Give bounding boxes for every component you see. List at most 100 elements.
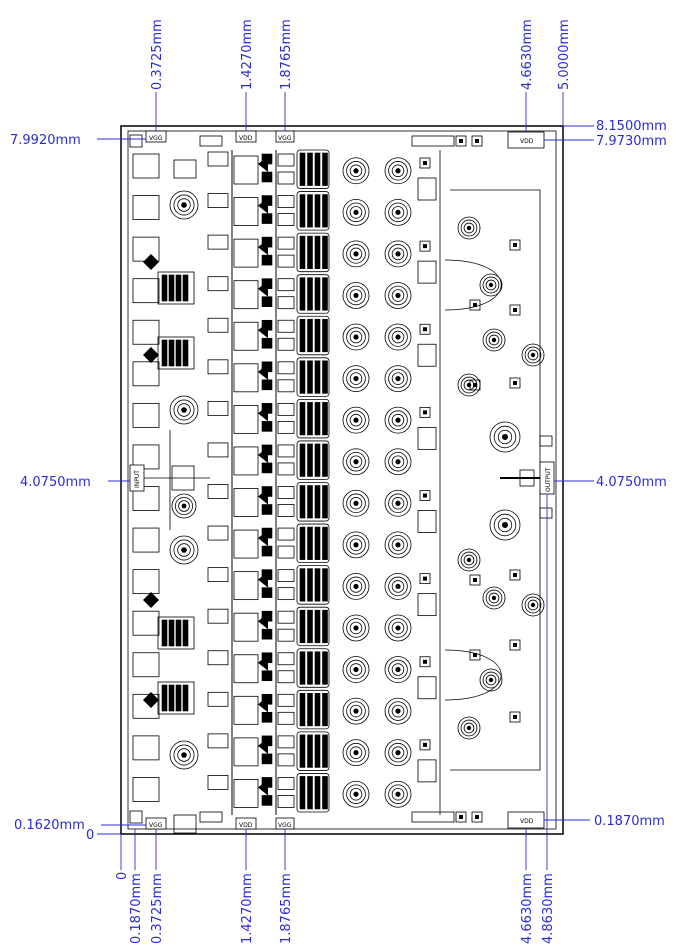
spiral-inductor (395, 500, 401, 506)
power-finger (299, 443, 306, 477)
bias-resistor (207, 608, 229, 624)
spiral-inductor (527, 349, 539, 361)
power-finger (307, 443, 313, 477)
capacitor-block (132, 236, 160, 262)
power-finger (322, 194, 328, 228)
bias-resistor (207, 442, 229, 458)
spiral-inductor (489, 421, 521, 453)
combiner-cap (417, 343, 437, 367)
spiral-inductor (349, 497, 363, 510)
via (261, 213, 273, 224)
spiral-inductor (346, 576, 366, 597)
dim-label-right-center: 4.0750mm (596, 475, 667, 490)
bond-pad-label: VGG (149, 822, 163, 829)
spiral-inductor (460, 551, 478, 569)
spiral-inductor (391, 704, 405, 718)
spiral-inductor (388, 285, 408, 306)
power-finger (322, 443, 328, 477)
dim-label-top-vdd-right: 4.6630mm (520, 19, 535, 90)
spiral-inductor (349, 372, 363, 385)
bias-resistor (207, 359, 229, 375)
dim-label-right-top-edge: 8.1500mm (596, 119, 667, 134)
bias-resistor (207, 151, 229, 167)
via (261, 504, 273, 515)
spiral-inductor (395, 542, 401, 548)
spiral-inductor (391, 455, 405, 468)
bias-diode (258, 571, 268, 588)
spiral-inductor (466, 382, 472, 388)
spiral-inductor (174, 496, 194, 516)
power-cell (296, 315, 330, 356)
transistor-cell (157, 336, 195, 370)
spiral-inductor (524, 596, 542, 614)
stage-block (233, 612, 259, 642)
transistor-finger (175, 339, 182, 367)
spiral-inductor (395, 417, 401, 423)
combiner-cap (417, 510, 437, 533)
transistor-finger (168, 619, 175, 647)
spiral-inductor (349, 538, 363, 552)
transistor-finger (175, 619, 182, 647)
via (261, 254, 273, 266)
power-finger (314, 152, 321, 186)
spiral-inductor (388, 161, 408, 181)
power-finger (299, 568, 306, 602)
dim-label-top-vgg-mid: 1.8765mm (279, 19, 294, 90)
output-via (539, 507, 553, 519)
power-finger (322, 402, 328, 436)
spiral-inductor (349, 621, 363, 635)
spiral-inductor (524, 346, 542, 364)
power-finger (299, 609, 306, 644)
via-pad (419, 573, 431, 585)
dim-label-bottom-origin: 0 (115, 872, 130, 880)
transistor-finger (168, 274, 175, 302)
bond-pad-label: VGG (278, 822, 292, 829)
spiral-inductor (395, 666, 401, 673)
capacitor-block (132, 361, 160, 387)
via-pad (419, 406, 431, 418)
spiral-inductor (353, 791, 359, 797)
bond-pad-label: VDD (520, 818, 534, 825)
spiral-inductor (384, 614, 412, 642)
via-pad (473, 383, 477, 387)
output-cap (519, 469, 535, 487)
spiral-inductor (349, 787, 363, 801)
spiral-inductor (391, 663, 405, 676)
spiral-inductor (388, 368, 408, 389)
gate-pad (277, 254, 295, 268)
spiral-inductor (482, 276, 500, 294)
spiral-inductor (466, 557, 472, 563)
via-pad (475, 139, 479, 143)
power-cell (296, 523, 330, 564)
combiner-trace (444, 189, 541, 771)
spiral-inductor (181, 407, 187, 413)
via-pad (475, 815, 479, 819)
via-pad (423, 327, 427, 332)
power-finger (322, 734, 328, 768)
spiral-inductor (530, 602, 536, 608)
transistor-finger (182, 274, 189, 302)
via (261, 379, 273, 391)
via-pad (509, 304, 521, 316)
bond-pad-output: OUTPUT (539, 461, 555, 495)
power-finger (322, 152, 328, 186)
bond-pad-label: VDD (520, 138, 534, 145)
spiral-inductor (384, 323, 412, 351)
transistor-finger (168, 684, 175, 712)
capacitor-block (132, 527, 160, 553)
dim-label-bottom-output: 4.8630mm (541, 873, 556, 944)
via (261, 587, 273, 598)
spiral-inductor (388, 742, 408, 763)
via-pad (509, 569, 521, 581)
bias-diode (258, 239, 268, 256)
spiral-inductor (384, 282, 412, 309)
gate-pad (277, 545, 295, 559)
ground-via (129, 810, 143, 824)
power-cell (296, 648, 330, 688)
spiral-inductor (349, 330, 363, 344)
bond-pad-vdd-top-mid: VDD (235, 130, 257, 143)
gate-pad (277, 319, 295, 333)
spiral-inductor (384, 739, 412, 767)
via-pad (419, 323, 431, 335)
